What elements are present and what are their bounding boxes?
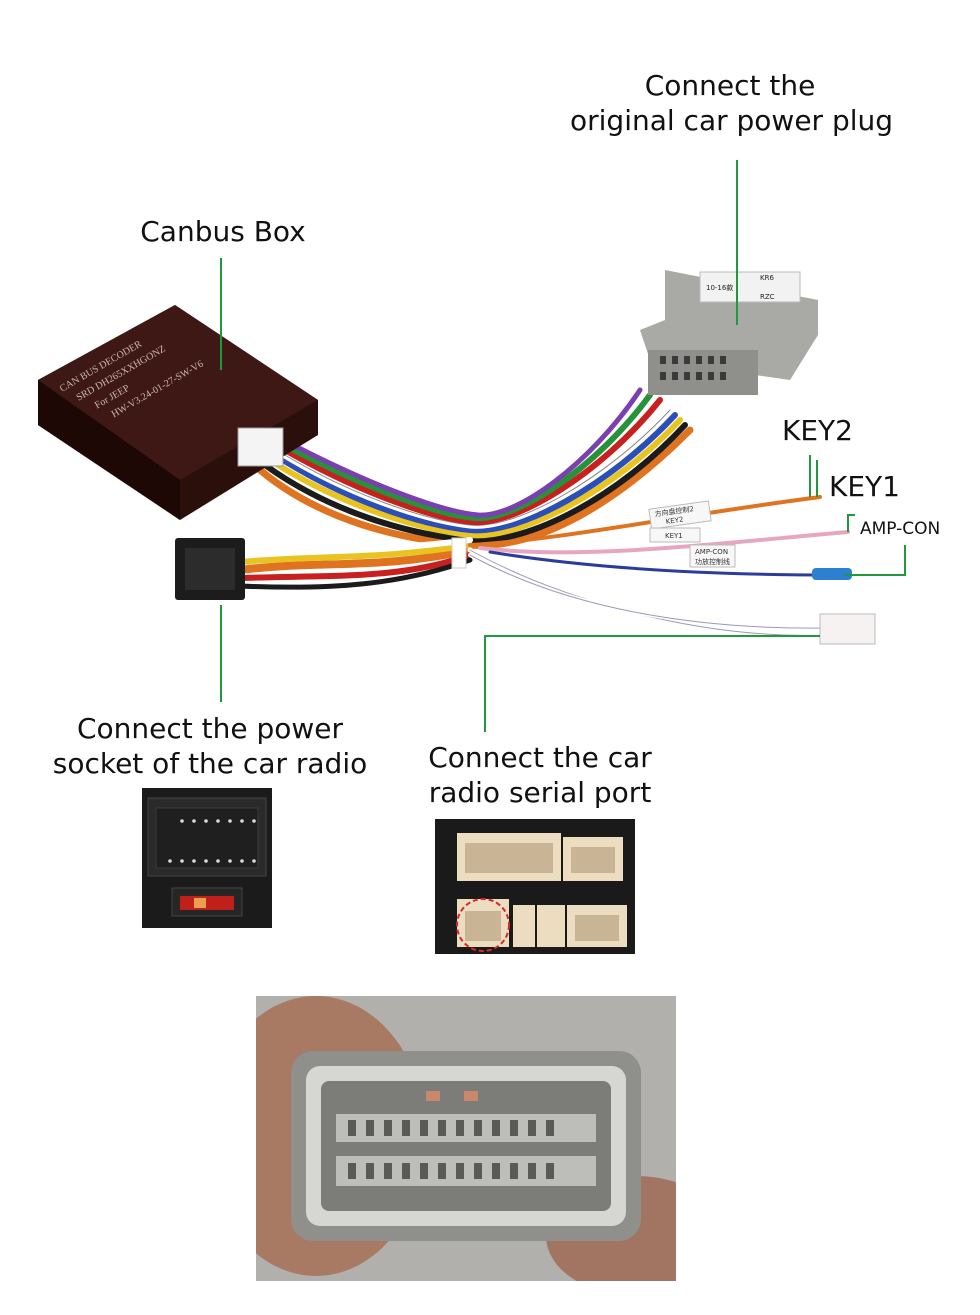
key1-tag-line: KEY1 bbox=[665, 532, 683, 540]
label-line: socket of the car radio bbox=[52, 747, 368, 780]
power-plug-closeup-photo bbox=[256, 996, 676, 1281]
label-line: Connect the power bbox=[76, 712, 344, 745]
label-canbus-box: Canbus Box bbox=[140, 215, 306, 248]
wire-tags: 方向盘控制2 KEY2 KEY1 AMP-CON 功放控制线 bbox=[648, 500, 736, 568]
wire-terminals bbox=[812, 568, 876, 645]
plug-tag-line: 10-16款 bbox=[706, 283, 733, 292]
amp-tag-line: 功放控制线 bbox=[695, 557, 730, 566]
label-line: radio serial port bbox=[428, 776, 652, 809]
amp-tag-line: AMP-CON bbox=[695, 548, 728, 556]
label-key1: KEY1 bbox=[829, 470, 900, 503]
canbus-box bbox=[38, 305, 318, 520]
power-plug-connector bbox=[640, 270, 818, 395]
label-line: Connect the car bbox=[428, 741, 652, 774]
radio-power-socket-photo bbox=[142, 788, 272, 928]
leader-line-serial bbox=[484, 635, 820, 732]
leader-line-amp-down bbox=[845, 545, 906, 576]
label-line: original car power plug bbox=[570, 104, 894, 137]
radio-power-connector bbox=[175, 537, 467, 600]
label-amp-con: AMP-CON bbox=[860, 519, 941, 539]
serial-port-photo bbox=[435, 819, 635, 954]
label-power-socket: Connect the power socket of the car radi… bbox=[50, 711, 370, 781]
wire-bundle bbox=[236, 387, 850, 638]
plug-tag-print: KR6 10-16款 RZC bbox=[706, 274, 775, 301]
leader-line-amp bbox=[847, 514, 855, 532]
label-power-plug: Connect the original car power plug bbox=[570, 68, 894, 138]
leader-lines bbox=[220, 160, 906, 732]
key2-tag-line: KEY2 bbox=[665, 516, 684, 526]
label-key2: KEY2 bbox=[782, 414, 853, 447]
label-serial-port: Connect the car radio serial port bbox=[405, 740, 675, 810]
plug-tag-line: RZC bbox=[760, 293, 775, 301]
plug-tag-line: KR6 bbox=[760, 274, 774, 282]
label-line: Connect the bbox=[644, 69, 816, 102]
